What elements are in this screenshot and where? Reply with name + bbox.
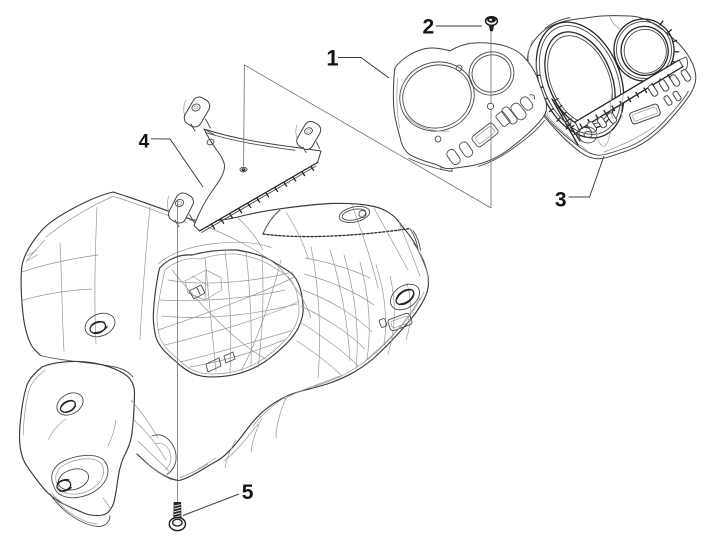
svg-text:5: 5 xyxy=(242,481,254,504)
svg-text:2: 2 xyxy=(422,16,434,39)
svg-text:4: 4 xyxy=(139,132,150,153)
svg-text:1: 1 xyxy=(326,46,338,71)
svg-text:3: 3 xyxy=(555,189,567,212)
